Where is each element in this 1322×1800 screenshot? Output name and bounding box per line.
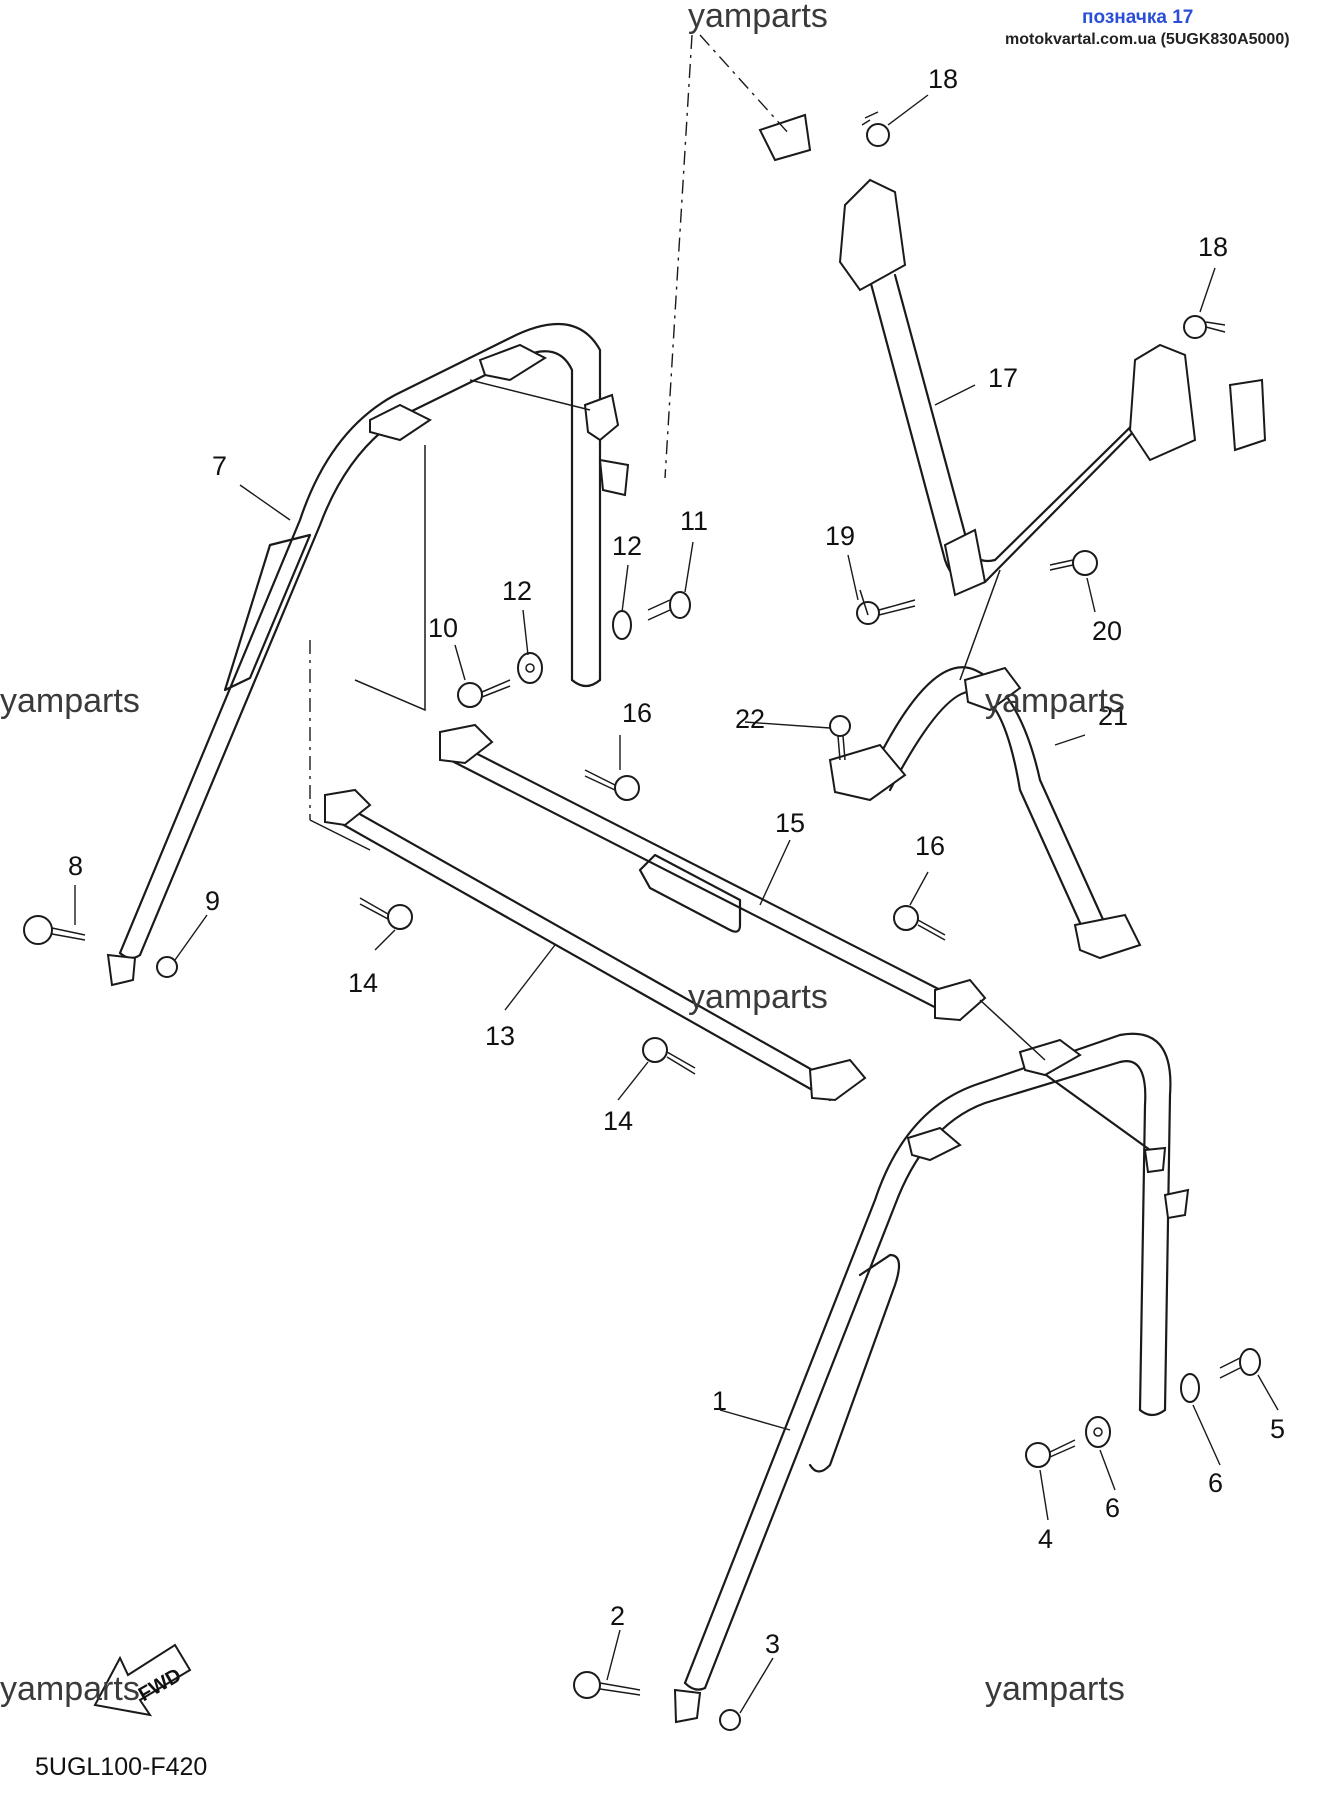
tag-label: позначка 17	[1082, 7, 1193, 28]
callout-5: 5	[1270, 1414, 1285, 1444]
watermark: yamparts	[0, 1670, 140, 1708]
callout-3: 3	[765, 1629, 780, 1659]
watermark: yamparts	[688, 978, 828, 1016]
callout-7: 7	[212, 451, 227, 481]
bolt-16-upper	[584, 769, 640, 801]
callout-18b: 18	[1198, 232, 1228, 262]
callout-10: 10	[428, 613, 458, 643]
bolt-10	[457, 679, 511, 708]
fasteners	[23, 111, 1261, 1731]
part-1-front-frame	[673, 1032, 1190, 1724]
callout-16a: 16	[622, 698, 652, 728]
bolt-4	[1025, 1439, 1076, 1468]
nut-3	[719, 1709, 741, 1731]
callout-8: 8	[68, 851, 83, 881]
bolt-5	[1219, 1348, 1261, 1379]
assembly-lines	[309, 34, 1046, 1061]
diagram-code: 5UGL100-F420	[35, 1753, 207, 1781]
part-17-bracket	[758, 113, 1267, 597]
bolt-8	[23, 915, 86, 945]
callout-2: 2	[610, 1601, 625, 1631]
callout-9: 9	[205, 886, 220, 916]
bolt-18-top	[861, 111, 890, 147]
callout-4: 4	[1038, 1524, 1053, 1554]
bolt-2	[573, 1671, 641, 1699]
callout-6a: 6	[1208, 1468, 1223, 1498]
callout-16b: 16	[915, 831, 945, 861]
watermarks: yamparts yamparts yamparts yamparts yamp…	[0, 0, 1125, 1708]
bolt-19	[856, 599, 916, 625]
bolt-14-lower	[642, 1037, 696, 1075]
bolt-18-right	[1183, 315, 1226, 339]
callout-12a: 12	[612, 531, 642, 561]
washer-12-upper	[612, 610, 632, 640]
source-line: motokvartal.com.ua (5UGK830A5000)	[1005, 31, 1290, 48]
watermark: yamparts	[985, 682, 1125, 720]
bolt-22	[829, 715, 851, 761]
nut-9	[156, 956, 178, 978]
callout-22: 22	[735, 704, 765, 734]
callout-19: 19	[825, 521, 855, 551]
watermark: yamparts	[985, 1670, 1125, 1708]
washer-12-lower	[517, 652, 543, 684]
callout-14a: 14	[348, 968, 378, 998]
callout-6b: 6	[1105, 1493, 1120, 1523]
bolt-20	[1049, 550, 1098, 576]
callout-14b: 14	[603, 1106, 633, 1136]
callout-numbers: 1 2 3 4 5 6 6 7 8 9 10 11 12 12 13 14 14…	[68, 64, 1285, 1659]
callout-12b: 12	[502, 576, 532, 606]
callout-20: 20	[1092, 616, 1122, 646]
watermark: yamparts	[688, 0, 828, 35]
callout-1: 1	[712, 1386, 727, 1416]
callout-11: 11	[680, 506, 708, 536]
washer-6-left	[1085, 1416, 1111, 1448]
callout-21: 21	[1098, 701, 1128, 731]
fwd-arrow-icon: FWD	[93, 1643, 192, 1717]
part-7-rear-frame	[106, 323, 630, 987]
callout-17: 17	[988, 363, 1018, 393]
bolt-11	[647, 591, 691, 621]
bolt-16-lower	[893, 905, 946, 941]
callout-13: 13	[485, 1021, 515, 1051]
part-15-cross-bar	[439, 723, 987, 1022]
bolt-14-upper	[359, 897, 413, 930]
part-21-support	[828, 666, 1142, 960]
leader-lines	[74, 94, 1279, 1714]
watermark: yamparts	[0, 682, 140, 720]
callout-15: 15	[775, 808, 805, 838]
washer-6-right	[1180, 1373, 1200, 1403]
callout-18a: 18	[928, 64, 958, 94]
part-13-cross-bar	[324, 788, 867, 1102]
